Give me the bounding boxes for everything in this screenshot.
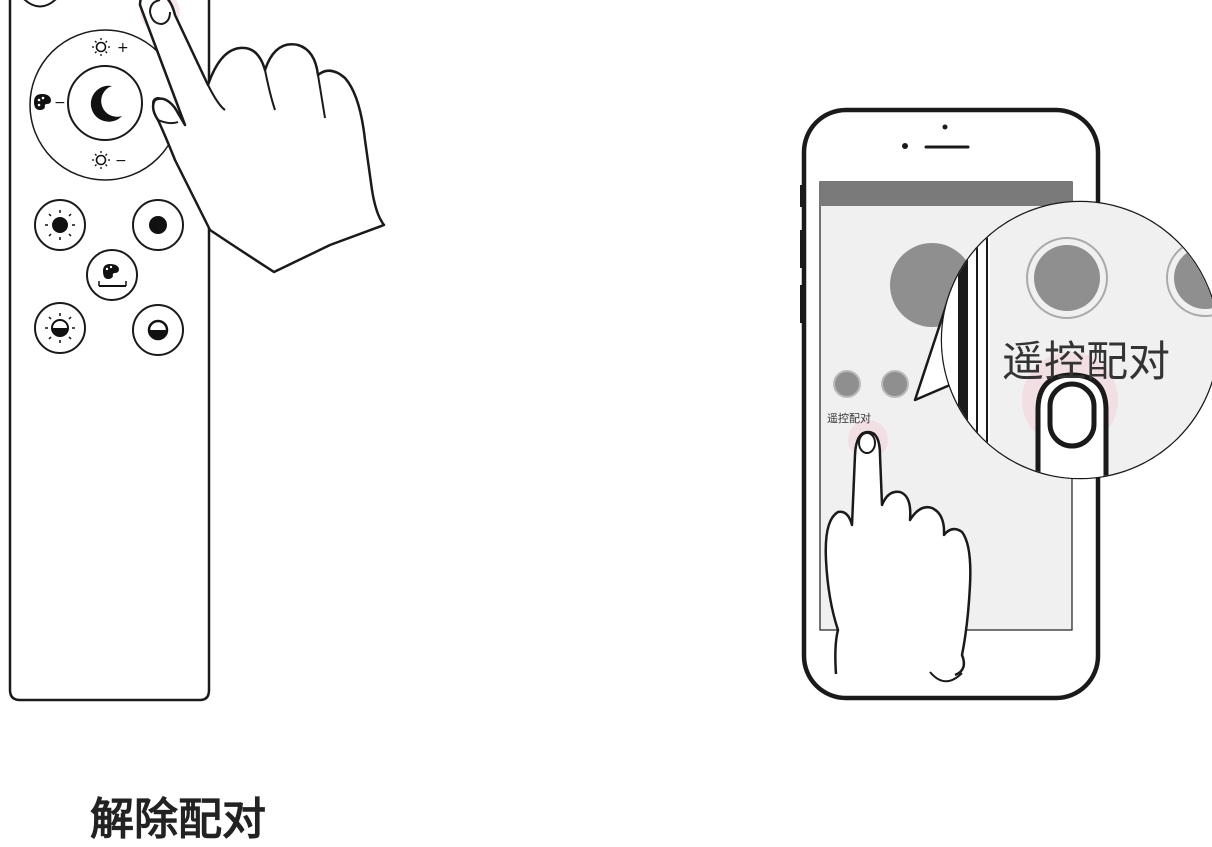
app-small-button-1[interactable] (834, 371, 860, 397)
brightness-down-label: − (115, 153, 127, 169)
unpair-heading: 解除配对 (90, 783, 266, 847)
color-minus-label: − (54, 95, 66, 111)
app-small-button-2[interactable] (882, 371, 908, 397)
brightness-up-label: + (117, 40, 129, 56)
pair-remote-label-zoom: 遥控配对 (1002, 328, 1170, 389)
screen-header-bar (820, 182, 1072, 206)
front-camera-icon (902, 143, 908, 149)
illustration: + − − (0, 0, 1212, 810)
dot-icon (149, 216, 167, 234)
pair-remote-label-small[interactable]: 遥控配对 (827, 410, 871, 426)
night-mode-button[interactable] (68, 66, 142, 140)
sensor-icon (943, 125, 948, 130)
